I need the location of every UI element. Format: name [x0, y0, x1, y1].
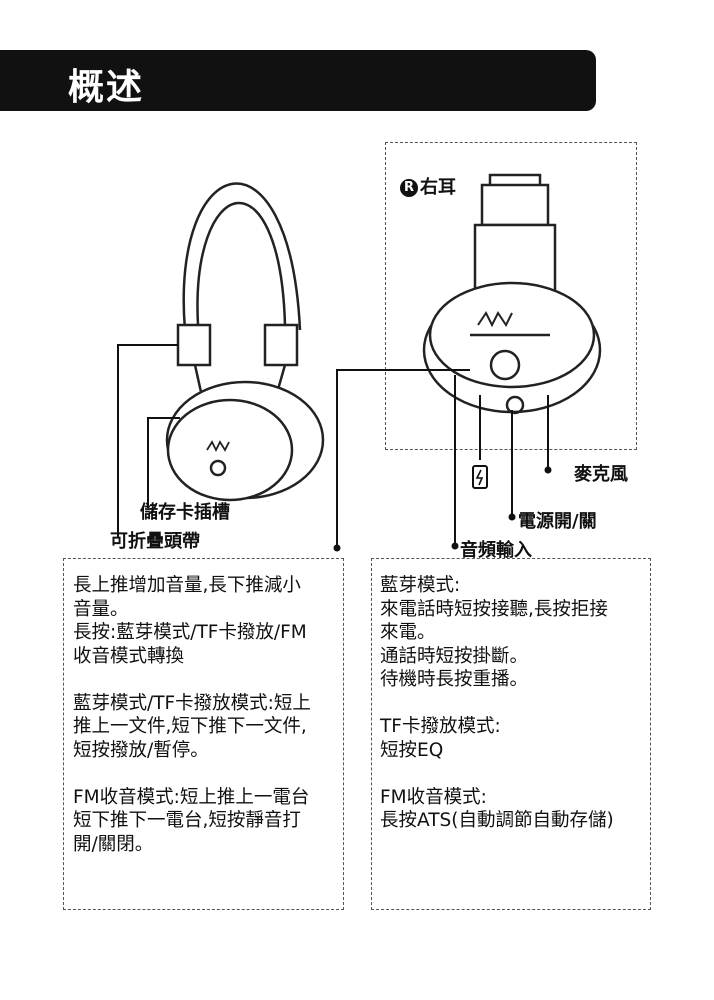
instruction-line: 短按EQ: [380, 739, 444, 761]
instruction-line: 推上一文件,短下推下一文件,: [73, 716, 307, 737]
right-instructions: 藍芽模式:來電話時短按接聽,長按拒接來電。通話時短按掛斷。待機時長按重播。 TF卡…: [380, 574, 614, 833]
spacer: [73, 668, 311, 692]
spacer: [73, 762, 311, 786]
instruction-line: 長按:藍芽模式/TF卡撥放/FM: [73, 622, 307, 643]
instruction-line: 開/關閉。: [73, 833, 154, 855]
instruction-line: FM收音模式:短上推上一電台: [73, 786, 310, 808]
instruction-line: 通話時短按掛斷。: [380, 645, 529, 667]
instruction-line: 長上推增加音量,長下推減小: [73, 575, 301, 596]
battery-icon: [472, 465, 488, 489]
left-headphone: [165, 182, 325, 502]
instruction-line: 藍芽模式/TF卡撥放模式:短上: [73, 692, 311, 714]
audio-in-label: 音頻輸入: [460, 540, 532, 561]
right-badge: R: [400, 179, 418, 197]
instruction-line: 待機時長按重播。: [380, 669, 529, 690]
instruction-line: 來電。: [380, 622, 436, 643]
mic-label: 麥克風: [574, 464, 628, 485]
instruction-line: 來電話時短按接聽,長按拒接: [380, 598, 608, 620]
instruction-line: 長按ATS(自動調節自動存儲): [380, 810, 614, 831]
instruction-line: 短按撥放/暫停。: [73, 739, 209, 761]
right-headphone: [422, 173, 602, 415]
instruction-line: 藍芽模式:: [380, 575, 461, 596]
spacer: [380, 762, 614, 786]
left-instructions-box: [63, 558, 344, 910]
instruction-line: FM收音模式:: [380, 786, 487, 808]
instruction-line: 收音模式轉換: [73, 645, 185, 667]
headband-label: 可折疊頭帶: [110, 531, 200, 552]
instruction-line: 短下推下一電台,短按靜音打: [73, 810, 301, 831]
section-header: 概述: [0, 50, 596, 111]
page-title: 概述: [68, 67, 145, 108]
callout-lines: [117, 344, 549, 548]
card-slot-label: 儲存卡插槽: [140, 502, 230, 523]
instruction-line: 音量。: [73, 598, 129, 620]
instruction-line: TF卡撥放模式:: [380, 716, 501, 737]
right-instructions-box: [371, 558, 651, 910]
right-ear-text: 右耳: [420, 177, 456, 198]
power-label: 電源開/關: [518, 511, 597, 532]
spacer: [380, 692, 614, 716]
